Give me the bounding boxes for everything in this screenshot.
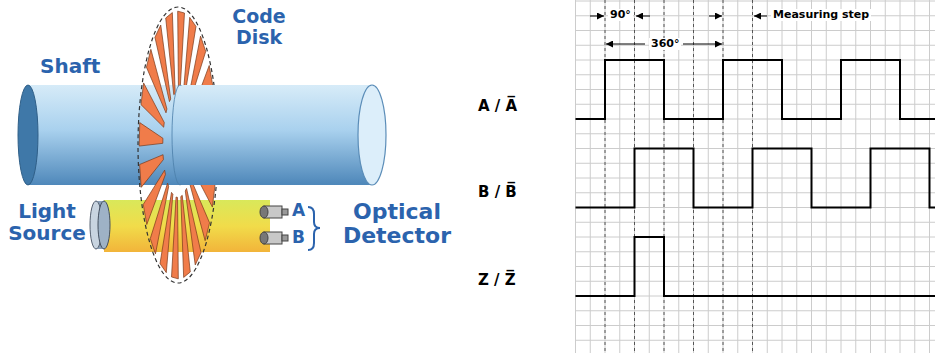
dimension-label: 90° <box>608 9 633 21</box>
part-name: Code Disk <box>226 6 292 48</box>
grid-line <box>576 74 935 75</box>
grid-line <box>885 0 886 353</box>
grid-line <box>855 0 856 353</box>
code-disk-slot <box>140 155 164 188</box>
grid-line <box>708 0 709 353</box>
code-disk-slot <box>166 13 175 95</box>
phase-guide <box>723 0 724 353</box>
signal-waves <box>576 60 935 296</box>
dimension-label: Measuring step <box>771 9 871 21</box>
grid-line <box>576 281 935 282</box>
grid-line <box>576 222 935 223</box>
grid-line <box>826 0 827 353</box>
grid-line <box>782 0 783 353</box>
grid-line <box>576 192 935 193</box>
phase-guide <box>605 0 606 353</box>
grid-line <box>737 0 738 353</box>
signal-name: B / B̅ <box>478 184 517 201</box>
detector-symbol <box>260 232 268 244</box>
code-disk-slot <box>139 123 163 146</box>
grid-line <box>576 266 935 267</box>
signal-wave <box>576 237 935 296</box>
phase-guide <box>664 0 665 353</box>
grid-line <box>678 0 679 353</box>
grid-line <box>576 1 935 2</box>
grid-line <box>576 251 935 252</box>
grid-line <box>576 178 935 179</box>
detector-symbol <box>282 235 288 241</box>
grid-line <box>576 45 935 46</box>
shaft-end <box>18 85 38 185</box>
dimension-arrow <box>683 44 722 45</box>
shaft-body <box>28 85 372 185</box>
dimension-arrow <box>590 16 604 17</box>
dimension-arrow <box>636 16 650 17</box>
signal-name: A / A̅ <box>478 98 517 115</box>
part-name: Light Source <box>2 200 92 244</box>
shaft-body <box>180 86 370 184</box>
light-source <box>98 201 110 249</box>
code-disk-slot <box>178 11 185 93</box>
grid-line <box>649 0 650 353</box>
signal-wave <box>576 149 935 208</box>
signal-name: B <box>292 228 305 247</box>
detector-symbol <box>260 206 268 218</box>
brace <box>308 207 320 250</box>
signal-name: Z / Z̅ <box>478 272 516 289</box>
grid-line <box>576 237 935 238</box>
grid-line <box>575 0 576 353</box>
grid-line <box>576 119 935 120</box>
grid-line <box>900 0 901 353</box>
grid-line <box>767 0 768 353</box>
dimension-arrow <box>709 16 722 17</box>
grid-line <box>576 340 935 341</box>
dimension-arrow <box>606 44 645 45</box>
grid-line <box>576 89 935 90</box>
grid-line <box>576 163 935 164</box>
grid-line <box>914 0 915 353</box>
code-disk-slot <box>181 195 190 277</box>
grid-line <box>723 0 724 353</box>
optical-detector <box>260 206 288 244</box>
dimension-arrow <box>754 16 767 17</box>
grid-line <box>664 0 665 353</box>
phase-guides <box>605 0 753 353</box>
part-name: Shaft <box>40 55 100 77</box>
part-name: Optical Detector <box>322 200 472 248</box>
grid-line <box>576 30 935 31</box>
detector-symbol <box>282 209 288 215</box>
grid-line <box>841 0 842 353</box>
grid-line <box>605 0 606 353</box>
grid-line <box>576 104 935 105</box>
dimension-label: 360° <box>649 38 681 50</box>
grid-line <box>590 0 591 353</box>
shaft-body <box>180 85 372 185</box>
signal-name: A <box>292 201 305 220</box>
grid-line <box>796 0 797 353</box>
signal-wave <box>576 60 935 119</box>
grid-line <box>576 325 935 326</box>
grid-line <box>619 0 620 353</box>
grid-line <box>576 310 935 311</box>
shaft-end <box>358 85 386 185</box>
timing-grid <box>576 0 935 353</box>
code-disk-slot <box>172 197 179 279</box>
grid-line <box>576 133 935 134</box>
